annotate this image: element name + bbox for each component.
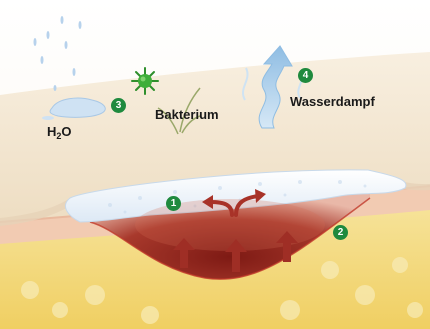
badge-3: 3	[111, 98, 126, 113]
water-label-o: O	[61, 124, 71, 139]
badge-2: 2	[333, 225, 348, 240]
badge-1: 1	[166, 196, 181, 211]
water-splash	[42, 116, 54, 120]
bacterium-label: Bakterium	[155, 107, 219, 122]
vapor-label: Wasserdampf	[290, 94, 375, 109]
water-label-h: H	[47, 124, 56, 139]
bacterium-icon	[132, 68, 158, 94]
water-label: H2O	[47, 124, 72, 141]
badge-4: 4	[298, 68, 313, 83]
